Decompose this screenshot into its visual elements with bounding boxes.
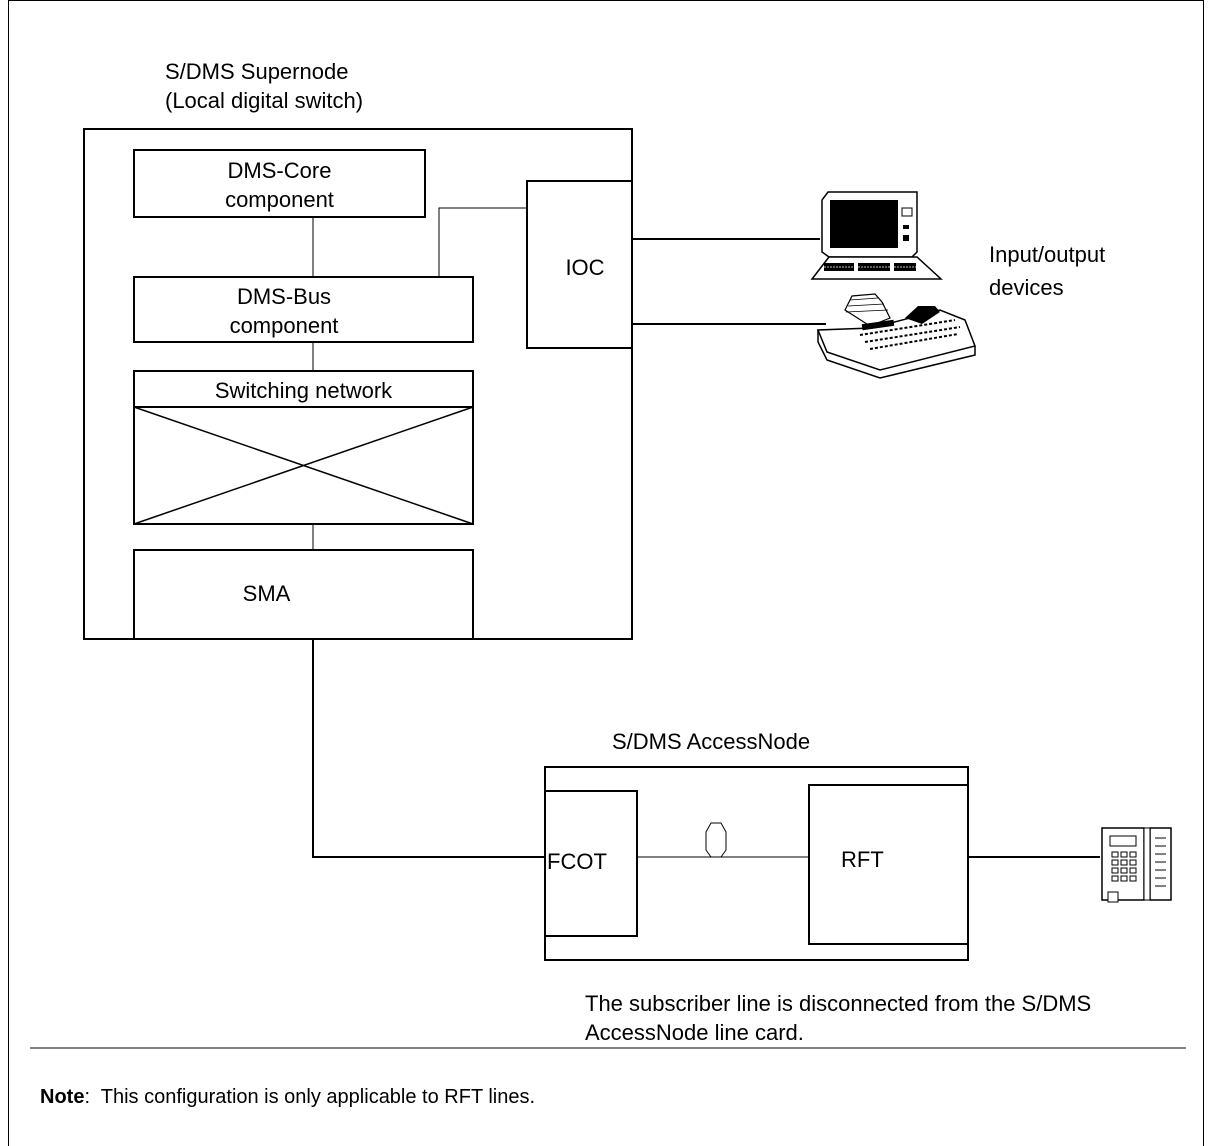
- dms-core-box: [133, 149, 426, 218]
- dms-core-label-2: component: [225, 187, 334, 212]
- dms-bus-label-2: component: [229, 313, 339, 338]
- note-text: This configuration is only applicable to…: [90, 1086, 536, 1108]
- ioc-label: IOC: [565, 255, 605, 280]
- io-devices-label-1: Input/output: [989, 242, 1106, 267]
- connector-icon: [705, 822, 727, 858]
- printer-icon: [816, 293, 977, 379]
- dms-bus-label-1: DMS-Bus: [236, 284, 332, 309]
- rft-box: [808, 784, 969, 945]
- bus-ioc-link: [438, 207, 527, 277]
- note-separator-char: :: [84, 1086, 91, 1108]
- ioc-box: [526, 180, 633, 349]
- switching-network-box: [133, 370, 474, 525]
- page-border: [8, 0, 1204, 1146]
- rft-label: RFT: [841, 847, 884, 872]
- dms-bus-box: [133, 276, 474, 343]
- fcot-label: FCOT: [547, 849, 607, 874]
- supernode-title: S/DMS Supernode: [165, 59, 349, 84]
- accessnode-title: S/DMS AccessNode: [612, 729, 811, 754]
- sma-box: [133, 549, 474, 640]
- terminal-icon: [810, 191, 943, 280]
- dms-core-label-1: DMS-Core: [227, 158, 332, 183]
- switching-network-label: Switching network: [214, 378, 393, 403]
- sma-label: SMA: [242, 581, 291, 606]
- fcot-box: [544, 790, 638, 937]
- io-devices-label-2: devices: [989, 275, 1064, 300]
- supernode-subtitle: (Local digital switch): [165, 88, 364, 113]
- accessnode-box: [544, 766, 969, 961]
- note: Note: This configuration is only applica…: [40, 1086, 535, 1109]
- sma-fcot-link: [312, 639, 545, 858]
- note-prefix: Note: [40, 1086, 85, 1108]
- telephone-icon: [1101, 827, 1172, 903]
- switching-network-cross-b: [133, 406, 474, 525]
- caption-line-2: AccessNode line card.: [585, 1020, 804, 1045]
- caption-line-1: The subscriber line is disconnected from…: [585, 991, 1092, 1016]
